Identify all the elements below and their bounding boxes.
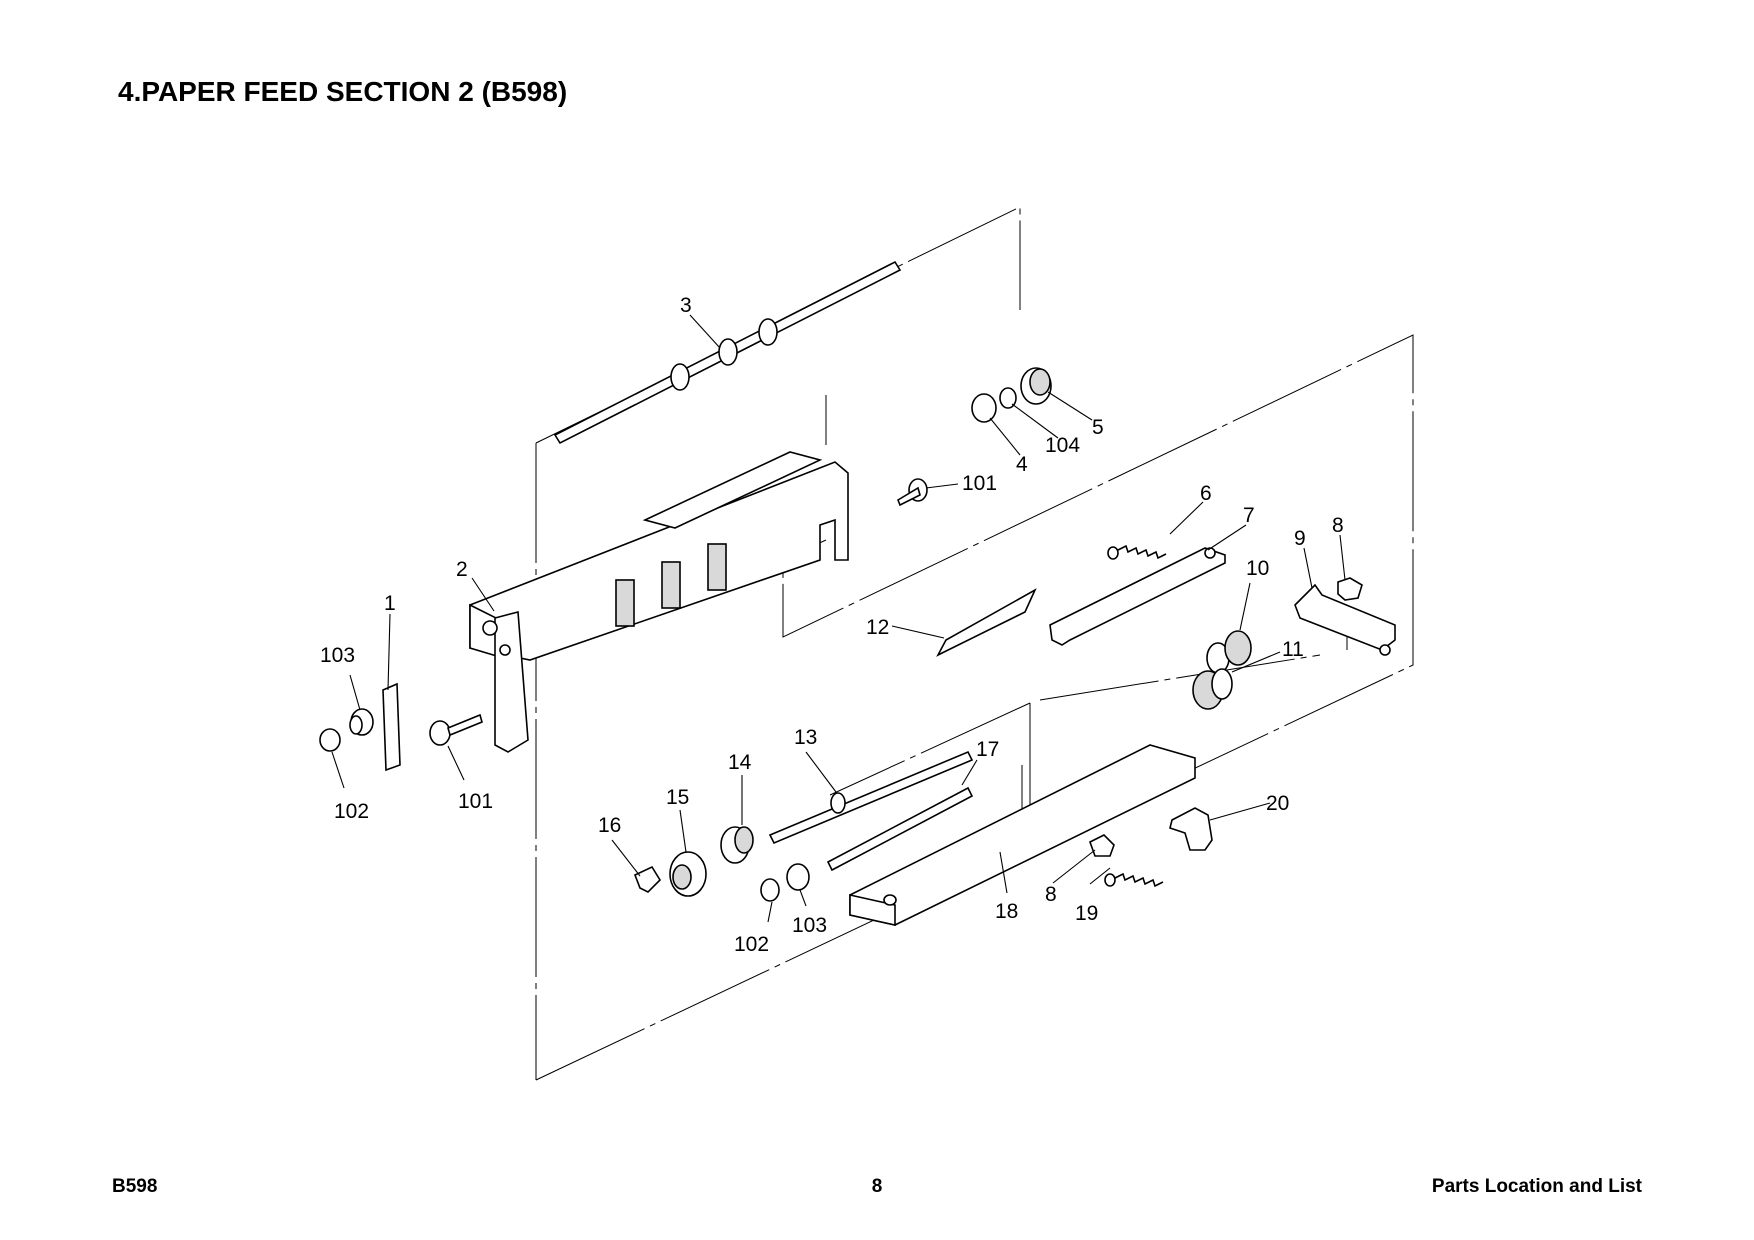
part-103-bushing-left xyxy=(349,708,374,736)
part-14-clutch xyxy=(720,826,754,864)
part-6-spring xyxy=(1107,544,1167,560)
callout-102-lower: 102 xyxy=(734,933,769,956)
part-11-gear xyxy=(1192,668,1233,710)
part-1-bracket xyxy=(382,682,401,772)
callout-101-left: 101 xyxy=(458,790,493,813)
callout-8-lower: 8 xyxy=(1045,883,1057,906)
callout-8-top: 8 xyxy=(1332,514,1344,537)
part-102-e-ring-lower xyxy=(760,878,780,902)
callout-2: 2 xyxy=(456,558,468,581)
callout-102-left: 102 xyxy=(334,800,369,823)
part-12-mylar xyxy=(936,588,1037,657)
callout-103-left: 103 xyxy=(320,644,355,667)
part-19-spring xyxy=(1104,872,1164,888)
callout-18: 18 xyxy=(995,900,1018,923)
callout-6: 6 xyxy=(1200,482,1212,505)
callout-14: 14 xyxy=(728,751,752,774)
part-101-screw-left xyxy=(429,713,483,746)
part-8-stopper-lower xyxy=(1089,834,1115,857)
part-4-bushing xyxy=(971,393,997,423)
callout-11: 11 xyxy=(1282,638,1304,661)
part-2-frame xyxy=(469,451,849,753)
part-10-gear xyxy=(1206,630,1252,674)
part-3-shaft xyxy=(553,260,902,445)
page-title: 4.PAPER FEED SECTION 2 (B598) xyxy=(118,76,568,107)
callout-4: 4 xyxy=(1016,453,1028,476)
part-103-bushing-lower xyxy=(786,863,810,891)
part-102-e-ring-left xyxy=(319,728,341,752)
callout-7: 7 xyxy=(1243,504,1255,527)
callout-12: 12 xyxy=(866,616,889,639)
part-15-feed-roller xyxy=(669,851,707,897)
callout-101-right: 101 xyxy=(962,472,997,495)
part-17-shaft xyxy=(826,786,974,872)
part-9-lever xyxy=(1294,583,1396,656)
callout-13: 13 xyxy=(794,726,817,749)
footer-page-number: 8 xyxy=(871,1176,883,1197)
callout-20: 20 xyxy=(1266,792,1289,815)
part-13-shaft xyxy=(768,750,974,845)
part-18-tray xyxy=(849,744,1196,926)
leader-lines xyxy=(331,314,1346,923)
callout-16: 16 xyxy=(598,814,621,837)
callout-9: 9 xyxy=(1294,527,1306,550)
part-20-lever xyxy=(1169,807,1213,851)
footer-model: B598 xyxy=(112,1176,158,1197)
part-5-gear xyxy=(1020,367,1052,405)
callout-103-lower: 103 xyxy=(792,914,827,937)
callout-104: 104 xyxy=(1045,434,1080,457)
part-7-guide xyxy=(1049,547,1226,646)
callout-19: 19 xyxy=(1075,902,1098,925)
callout-3: 3 xyxy=(680,294,692,317)
part-16-clip xyxy=(633,865,662,893)
callout-17: 17 xyxy=(976,738,999,761)
part-104-e-ring xyxy=(999,387,1017,409)
callout-5: 5 xyxy=(1092,416,1104,439)
callout-15: 15 xyxy=(666,786,689,809)
callout-labels: 1 2 3 4 5 6 7 8 9 10 11 12 13 14 15 16 1… xyxy=(320,294,1344,956)
part-8-stopper-right xyxy=(1337,577,1363,601)
callout-10: 10 xyxy=(1246,557,1269,580)
callout-1: 1 xyxy=(384,592,396,615)
footer-section-name: Parts Location and List xyxy=(1431,1176,1642,1197)
part-101-screw-right xyxy=(897,478,928,507)
